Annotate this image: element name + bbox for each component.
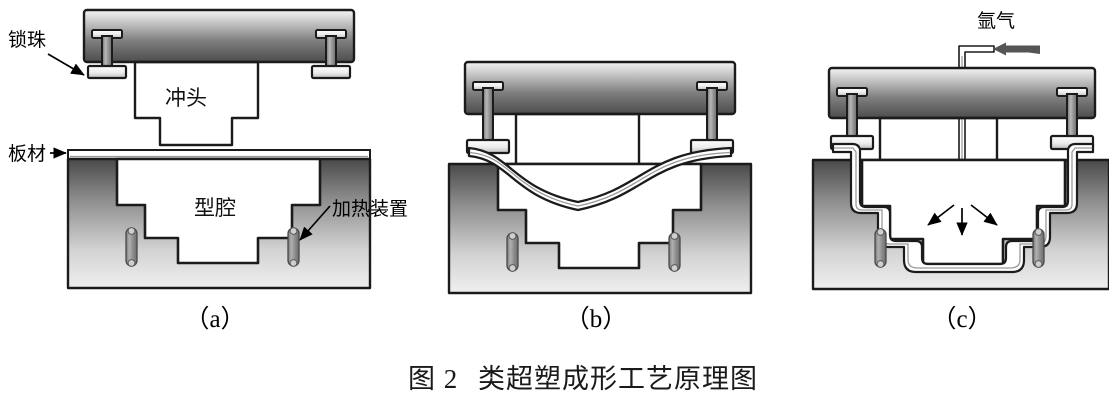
- caption-title: 类超塑成形工艺原理图: [478, 364, 758, 394]
- label-argon-gas: 氩气: [977, 10, 1015, 32]
- heating-rod-right-c: [1032, 228, 1045, 268]
- deformed-sheet-b: [467, 146, 733, 212]
- lower-die-b: [447, 162, 753, 295]
- panel-letter-a: （a）: [184, 305, 245, 333]
- heating-rod-left-b: [506, 232, 519, 272]
- heating-rod-left-c: [874, 228, 887, 268]
- upper-die-plate-c: [827, 66, 1097, 120]
- leader-arrow-heating-device: [299, 205, 331, 241]
- label-punch-a: 冲头: [165, 86, 207, 110]
- label-lock-bead: 锁珠: [8, 29, 46, 51]
- formed-sheet-c: [831, 142, 1095, 274]
- label-cavity-a: 型腔: [194, 196, 236, 220]
- heating-rod-right-a: [287, 227, 300, 267]
- heating-rod-right-b: [668, 232, 681, 272]
- pressure-arrow-right: [970, 204, 998, 226]
- figure-caption: 图 2 类超塑成形工艺原理图: [408, 364, 758, 394]
- sheet-metal-a: [67, 149, 371, 160]
- lock-bead-left-a: [86, 29, 128, 80]
- caption-number: 图 2: [408, 364, 458, 394]
- panel-b: （b）: [447, 60, 753, 333]
- leader-arrow-lock-bead: [47, 53, 85, 76]
- pressure-arrow-left: [927, 204, 955, 226]
- panel-c: 氩气: [811, 10, 1109, 333]
- lower-die-a: [66, 157, 372, 290]
- panel-letter-c: （c）: [931, 305, 992, 333]
- upper-die-plate-a: [82, 8, 356, 64]
- gas-pressure-arrows-c: [927, 204, 998, 236]
- upper-die-plate-b: [463, 60, 737, 116]
- label-sheet-metal: 板材: [8, 143, 46, 165]
- lock-bead-right-a: [310, 29, 352, 80]
- punch-a: [133, 60, 260, 147]
- label-heating-device: 加热装置: [332, 198, 408, 220]
- gas-inflow-arrow-c: [993, 42, 1040, 56]
- panel-letter-b: （b）: [565, 305, 628, 333]
- panel-a: 锁珠 板材 加热装置 冲头 型腔 （a）: [8, 8, 408, 333]
- heating-rod-left-a: [125, 227, 138, 267]
- lock-bead-right-c: [1049, 87, 1095, 151]
